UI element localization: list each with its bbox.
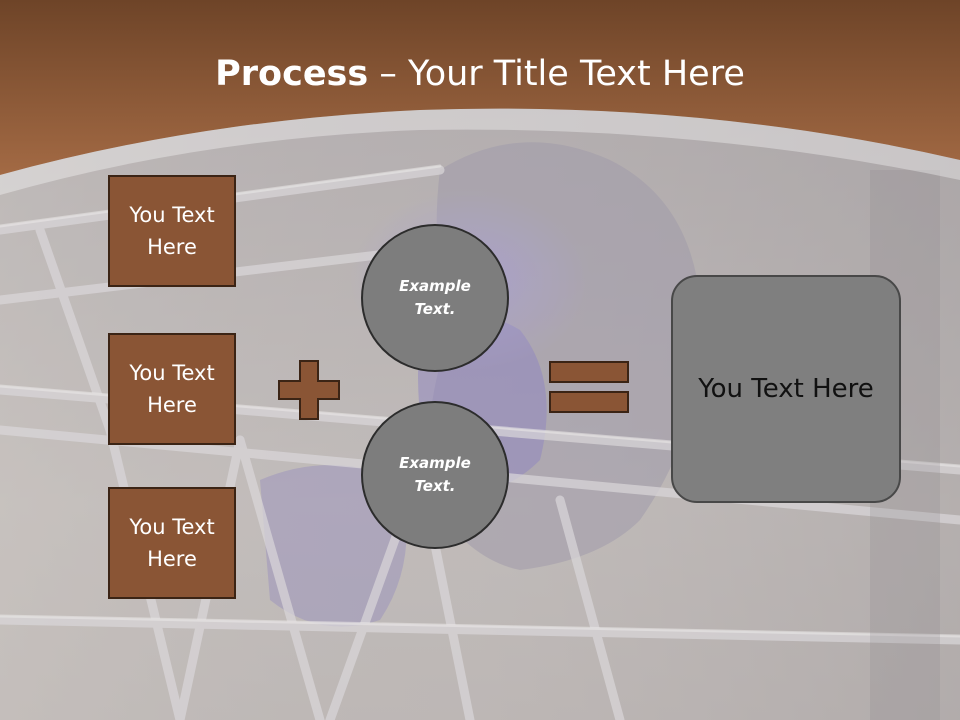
header-banner: [0, 0, 960, 195]
slide-title: Process – Your Title Text Here: [0, 52, 960, 96]
result-label: You Text Here: [698, 374, 874, 404]
circle-line: Text.: [414, 477, 456, 495]
plus-icon: [278, 360, 340, 420]
circle-line: Text.: [414, 300, 456, 318]
input-box-line: Here: [147, 393, 197, 417]
result-box[interactable]: You Text Here: [671, 275, 901, 503]
input-box-line: You Text: [129, 203, 215, 227]
input-box-line: You Text: [129, 361, 215, 385]
title-rest: – Your Title Text Here: [368, 54, 745, 94]
input-box-line: Here: [147, 547, 197, 571]
circle-line: Example: [399, 277, 471, 295]
input-box-line: Here: [147, 235, 197, 259]
input-box-line: You Text: [129, 515, 215, 539]
circle-line: Example: [399, 454, 471, 472]
equals-icon: [549, 361, 629, 413]
title-bold: Process: [215, 54, 369, 94]
